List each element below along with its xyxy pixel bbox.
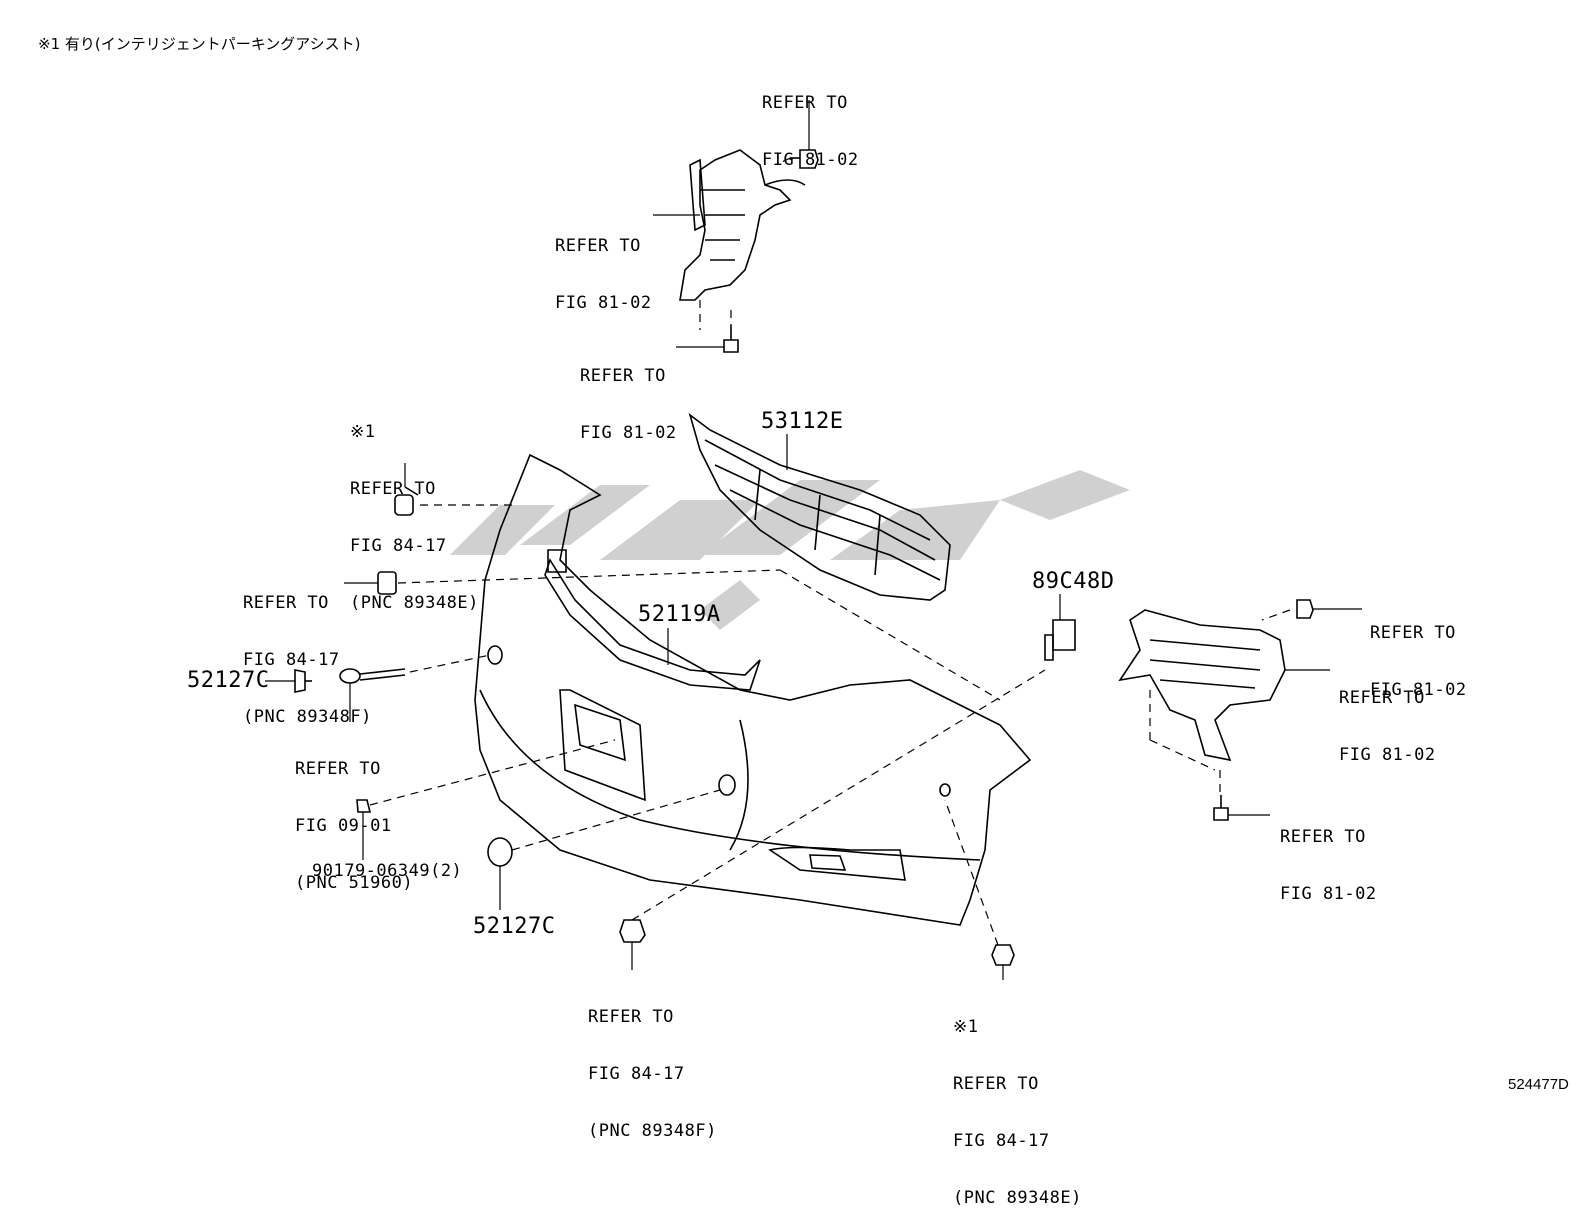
screw-small-icon bbox=[357, 800, 370, 812]
callout-sensor-bottom-right: ※1 REFER TO FIG 84-17 (PNC 89348E) bbox=[953, 980, 1082, 1227]
retainer-bottom-icon bbox=[620, 920, 645, 942]
callout-line: REFER TO bbox=[350, 479, 436, 499]
callout-line: REFER TO bbox=[580, 366, 666, 386]
callout-line: REFER TO bbox=[1370, 623, 1456, 643]
part-number-cover-left[interactable]: 52127C bbox=[187, 668, 270, 693]
callout-line: REFER TO bbox=[1280, 827, 1366, 847]
sensor-retainer-upper-left-icon bbox=[395, 487, 418, 515]
callout-top-bottom-bolt: REFER TO FIG 81-02 bbox=[580, 329, 677, 462]
callout-line: (PNC 89348F) bbox=[243, 707, 372, 727]
header-note: ※1 有り(インテリジェントパーキングアシスト) bbox=[38, 35, 361, 53]
callout-line: FIG 81-02 bbox=[1339, 745, 1436, 765]
callout-sensor-upper-left: ※1 REFER TO FIG 84-17 (PNC 89348E) bbox=[350, 385, 479, 632]
callout-line: ※1 bbox=[350, 422, 376, 442]
callout-retainer-left: REFER TO FIG 84-17 (PNC 89348F) bbox=[243, 556, 372, 746]
watermark-logo bbox=[450, 470, 1130, 630]
bumper-retainer bbox=[545, 550, 760, 690]
part-number-retainer[interactable]: 52119A bbox=[638, 602, 721, 627]
leader-lines bbox=[265, 100, 1362, 980]
callout-line: ※1 bbox=[953, 1017, 979, 1037]
right-screw-icon bbox=[1297, 600, 1313, 618]
callout-line: (PNC 51960) bbox=[295, 873, 414, 893]
callout-line: FIG 81-02 bbox=[1370, 680, 1467, 700]
callout-line: FIG 81-02 bbox=[762, 150, 859, 170]
callout-line: (PNC 89348E) bbox=[350, 593, 479, 613]
callout-line: REFER TO bbox=[953, 1074, 1039, 1094]
callout-right-bolt: REFER TO FIG 81-02 bbox=[1280, 790, 1377, 923]
top-bolt-icon bbox=[724, 325, 738, 352]
callout-line: FIG 81-02 bbox=[555, 293, 652, 313]
callout-line: REFER TO bbox=[295, 759, 381, 779]
callout-line: FIG 84-17 bbox=[588, 1064, 685, 1084]
top-screw-icon bbox=[790, 150, 818, 168]
callout-line: FIG 84-17 bbox=[243, 650, 340, 670]
callout-line: REFER TO bbox=[1339, 688, 1425, 708]
cover-bottom-icon bbox=[488, 838, 512, 866]
callout-top-right-screw: REFER TO FIG 81-02 bbox=[762, 56, 859, 189]
diagram-code: 524477D bbox=[1508, 1076, 1569, 1093]
parts-diagram bbox=[0, 0, 1592, 1099]
callout-line: FIG 81-02 bbox=[1280, 884, 1377, 904]
callout-retainer-bottom: REFER TO FIG 84-17 (PNC 89348F) bbox=[588, 970, 717, 1160]
callout-line: (PNC 89348E) bbox=[953, 1188, 1082, 1208]
upper-bracket bbox=[680, 150, 805, 300]
callout-line: (PNC 89348F) bbox=[588, 1121, 717, 1141]
callout-line: FIG 81-02 bbox=[580, 423, 677, 443]
callout-line: FIG 84-17 bbox=[350, 536, 447, 556]
part-number-screw[interactable]: 90179-06349(2) bbox=[312, 861, 463, 881]
callout-line: REFER TO bbox=[243, 593, 329, 613]
callout-tow-hook: REFER TO FIG 09-01 (PNC 51960) bbox=[295, 722, 413, 912]
clip-icon bbox=[1045, 620, 1075, 660]
cover-left-icon bbox=[295, 670, 312, 692]
callout-right-bracket: REFER TO FIG 81-02 bbox=[1339, 651, 1436, 784]
callout-line: REFER TO bbox=[588, 1007, 674, 1027]
callout-line: REFER TO bbox=[555, 236, 641, 256]
callout-line: REFER TO bbox=[762, 93, 848, 113]
part-number-cover-bottom[interactable]: 52127C bbox=[473, 914, 556, 939]
bumper-cover bbox=[475, 455, 1030, 925]
callout-line: FIG 09-01 bbox=[295, 816, 392, 836]
lower-grille bbox=[690, 415, 950, 600]
right-bolt-icon bbox=[1214, 795, 1228, 820]
right-bracket bbox=[1120, 610, 1285, 760]
sensor-retainer-bottom-right-icon bbox=[992, 945, 1014, 965]
callout-line: FIG 84-17 bbox=[953, 1131, 1050, 1151]
part-number-grille[interactable]: 53112E bbox=[761, 409, 844, 434]
part-number-clip[interactable]: 89C48D bbox=[1032, 569, 1115, 594]
assembly-lines bbox=[370, 158, 1290, 945]
callout-top-left-bracket: REFER TO FIG 81-02 bbox=[555, 199, 652, 332]
callout-right-screw: REFER TO FIG 81-02 bbox=[1370, 586, 1467, 719]
